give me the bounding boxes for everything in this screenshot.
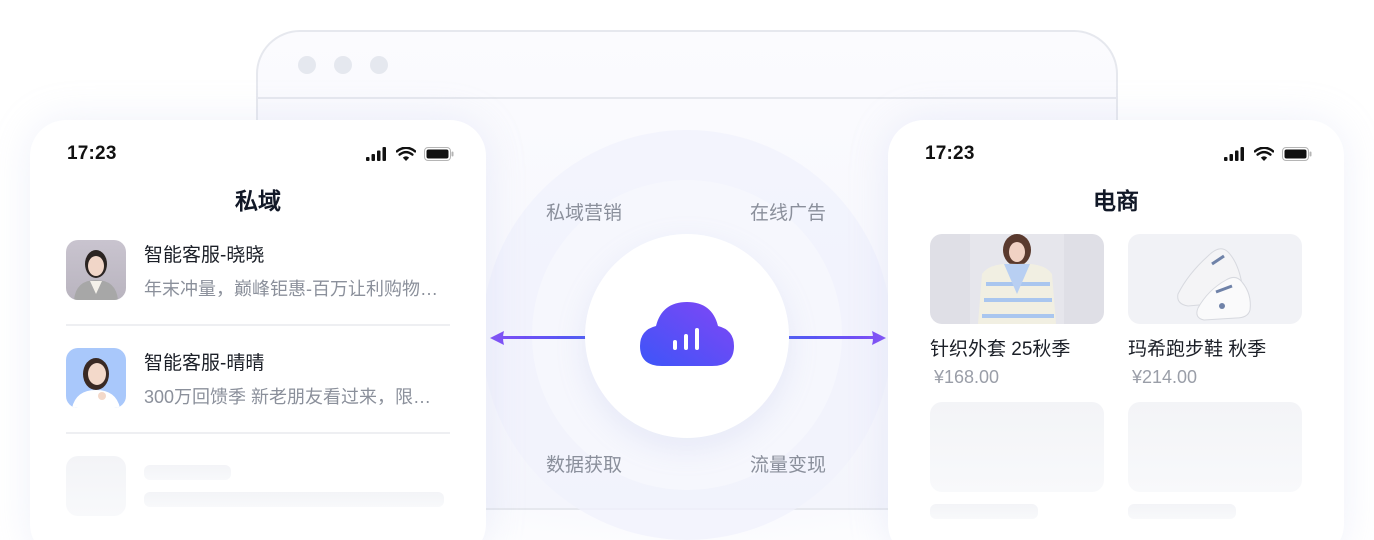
toolbar-divider [258, 97, 1116, 99]
hub-label-data-acquisition: 数据获取 [546, 455, 623, 476]
status-bar: 17:23 [67, 142, 454, 166]
product-price: ¥168.00 [934, 367, 1000, 387]
skeleton-avatar [66, 456, 126, 516]
signal-icon [1224, 147, 1244, 161]
page-title: 电商 [1093, 188, 1139, 214]
hub-label-traffic-monetization: 流量变现 [750, 455, 827, 476]
avatar [66, 240, 126, 300]
ecommerce-phone: 17:23 电商 针织外套 25秋季 ¥168.00 [888, 120, 1344, 540]
signal-icon [366, 147, 386, 161]
arrow-right-head-icon [872, 331, 886, 345]
product-image [930, 234, 1104, 324]
chat-preview: 年末冲量，巅峰钜惠-百万让利购物… [144, 278, 438, 299]
arrow-right-line [789, 336, 875, 339]
skeleton-line [144, 465, 231, 480]
product-price: ¥214.00 [1132, 367, 1198, 387]
product-card[interactable]: 针织外套 25秋季 ¥168.00 [930, 234, 1104, 388]
status-bar: 17:23 [925, 142, 1312, 166]
chat-preview: 300万回馈季 新老朋友看过来，限… [144, 386, 432, 407]
list-divider [66, 324, 450, 326]
page-title: 私域 [235, 188, 281, 214]
skeleton-line [930, 504, 1038, 519]
skeleton-line [1128, 504, 1236, 519]
window-dot-icon [334, 56, 352, 74]
skeleton-product-image [930, 402, 1104, 492]
status-time: 17:23 [67, 143, 117, 164]
hub-label-private-marketing: 私域营销 [546, 203, 623, 224]
product-image [1128, 234, 1302, 324]
battery-icon [424, 147, 454, 161]
chat-list-item[interactable]: 智能客服-晓晓 年末冲量，巅峰钜惠-百万让利购物… [66, 240, 450, 300]
product-card[interactable]: 玛希跑步鞋 秋季 ¥214.00 [1128, 234, 1302, 388]
status-time: 17:23 [925, 143, 975, 164]
chat-list-item[interactable]: 智能客服-晴晴 300万回馈季 新老朋友看过来，限… [66, 348, 450, 408]
arrow-left-head-icon [490, 331, 504, 345]
list-divider [66, 432, 450, 434]
wifi-icon [396, 146, 416, 161]
hub-label-online-ads: 在线广告 [750, 203, 827, 224]
skeleton-product-image [1128, 402, 1302, 492]
private-domain-phone: 17:23 私域 智能客服-晓晓 年末冲量，巅峰钜惠-百万让利购物… [30, 120, 486, 540]
window-controls [298, 56, 388, 74]
skeleton-line [144, 492, 444, 507]
window-dot-icon [298, 56, 316, 74]
chat-name: 智能客服-晴晴 [144, 352, 265, 374]
window-dot-icon [370, 56, 388, 74]
cloud-chart-icon [640, 302, 734, 366]
product-name: 玛希跑步鞋 秋季 [1128, 339, 1267, 360]
wifi-icon [1254, 146, 1274, 161]
chat-name: 智能客服-晓晓 [144, 244, 265, 266]
battery-icon [1282, 147, 1312, 161]
arrow-left-line [500, 336, 586, 339]
avatar [66, 348, 126, 408]
product-name: 针织外套 25秋季 [930, 339, 1071, 360]
